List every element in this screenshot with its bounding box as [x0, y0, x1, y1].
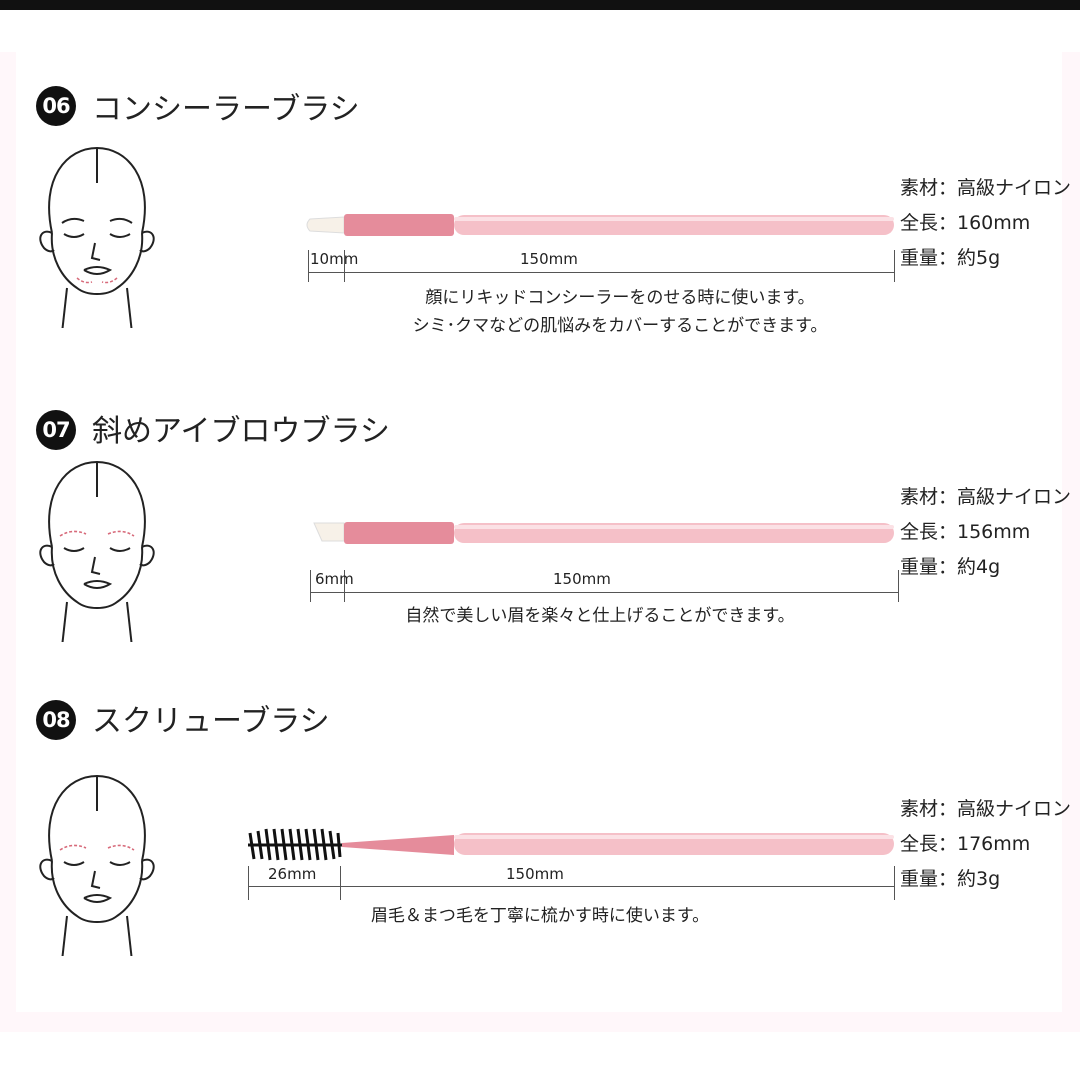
spec-length: 全長：176mm — [900, 833, 1031, 855]
number-badge: 08 — [36, 700, 76, 740]
spec-list: 素材：高級ナイロン 全長：176mm 重量：約3g — [900, 792, 1071, 897]
dimension-handle-label: 150mm — [553, 570, 611, 588]
dimension-guide: 26mm 150mm — [248, 865, 898, 900]
dimension-line — [308, 272, 895, 273]
dimension-guide: 6mm 150mm — [310, 570, 900, 602]
spec-length: 全長：160mm — [900, 212, 1031, 234]
dimension-head-label: 10mm — [310, 250, 359, 268]
dimension-tick — [894, 250, 895, 282]
dimension-head-label: 26mm — [268, 865, 317, 883]
dimension-line — [248, 886, 895, 887]
description-line: シミ･クマなどの肌悩みをカバーすることができます。 — [412, 316, 828, 336]
section-concealer-brush: 06 コンシーラーブラシ 素材：高級ナイロン 全長：160mm 重量：約5g — [0, 0, 1080, 336]
section-title: 斜めアイブロウブラシ — [92, 414, 390, 449]
dimension-tick — [340, 866, 341, 900]
spec-weight: 重量：約3g — [900, 868, 1001, 890]
number-badge: 07 — [36, 410, 76, 450]
face-illustration-brows — [39, 774, 155, 956]
dimension-head-label: 6mm — [315, 570, 354, 588]
dimension-tick — [248, 866, 249, 900]
dimension-tick — [894, 866, 895, 900]
dimension-handle-label: 150mm — [506, 865, 564, 883]
spec-list: 素材：高級ナイロン 全長：156mm 重量：約4g — [900, 480, 1071, 585]
dimension-tick — [344, 570, 345, 602]
section-spoolie-brush: 08 スクリューブラシ 素材：高級ナイロン — [0, 0, 1080, 956]
description: 眉毛＆まつ毛を丁寧に梳かす時に使います。 — [230, 902, 850, 930]
spec-material: 素材：高級ナイロン — [900, 798, 1072, 820]
spec-material: 素材：高級ナイロン — [900, 177, 1072, 199]
concealer-brush-image — [306, 214, 894, 236]
dimension-tick — [344, 250, 345, 282]
description: 自然で美しい眉を楽々と仕上げることができます。 — [280, 602, 920, 630]
number-badge: 06 — [36, 86, 76, 126]
spec-length: 全長：156mm — [900, 521, 1031, 543]
section-angled-eyebrow-brush: 07 斜めアイブロウブラシ 素材：高級ナイロン 全長：156mm 重量：約4g — [0, 0, 1080, 642]
dimension-tick — [308, 250, 309, 282]
dimension-handle-label: 150mm — [520, 250, 578, 268]
description: 顔にリキッドコンシーラーをのせる時に使います。 シミ･クマなどの肌悩みをカバーす… — [300, 284, 940, 340]
angled-brush-image — [313, 522, 894, 544]
face-illustration-eyebrows — [39, 460, 155, 642]
spoolie-brush-image — [248, 828, 894, 861]
spec-weight: 重量：約4g — [900, 556, 1001, 578]
section-title: コンシーラーブラシ — [92, 92, 360, 127]
spec-weight: 重量：約5g — [900, 247, 1001, 269]
spec-list: 素材：高級ナイロン 全長：160mm 重量：約5g — [900, 171, 1071, 276]
dimension-tick — [310, 570, 311, 602]
description-line: 眉毛＆まつ毛を丁寧に梳かす時に使います。 — [370, 906, 710, 926]
description-line: 顔にリキッドコンシーラーをのせる時に使います。 — [425, 288, 815, 308]
face-illustration-lips — [39, 146, 155, 328]
dimension-tick — [898, 570, 899, 602]
section-title: スクリューブラシ — [92, 704, 330, 739]
spec-material: 素材：高級ナイロン — [900, 486, 1072, 508]
description-line: 自然で美しい眉を楽々と仕上げることができます。 — [405, 606, 795, 626]
top-bar — [0, 0, 1080, 10]
dimension-line — [310, 592, 899, 593]
dimension-guide: 10mm 150mm — [308, 250, 898, 282]
